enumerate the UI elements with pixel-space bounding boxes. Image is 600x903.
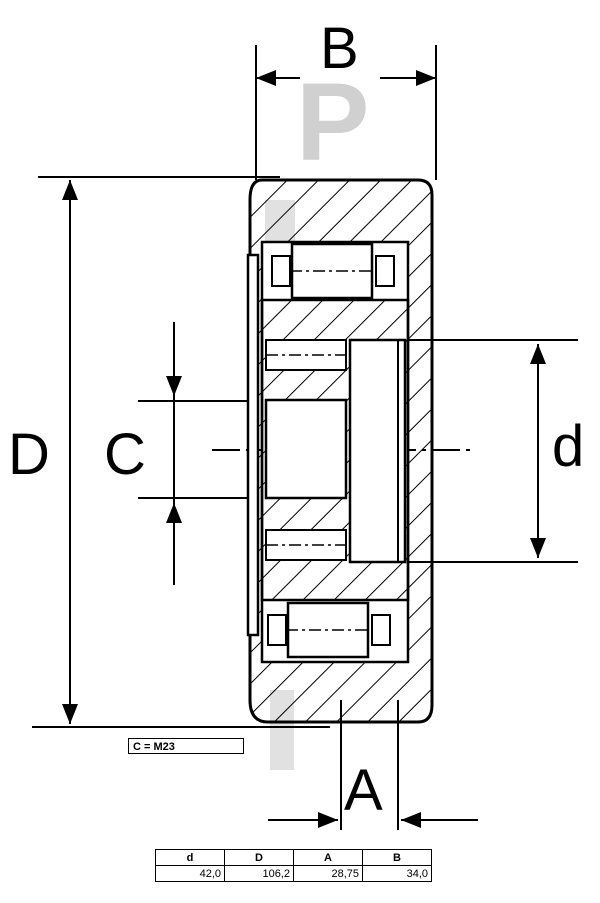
value-D: 106,2	[224, 865, 294, 882]
label-d: d	[552, 414, 584, 479]
dimension-A	[268, 700, 478, 830]
dimensions-table: d D A B 42,0 106,2 28,75 34,0	[155, 849, 432, 882]
value-B: 34,0	[362, 865, 432, 882]
watermark-letter-1: P	[296, 61, 369, 184]
side-plate	[246, 253, 260, 637]
dimension-B	[255, 45, 437, 180]
dimension-C	[138, 322, 255, 585]
label-C: C	[104, 422, 146, 487]
header-d: d	[155, 849, 225, 866]
label-D: D	[8, 422, 50, 487]
table-header-row: d D A B	[155, 849, 432, 866]
thread-note: C = M23	[128, 738, 244, 754]
needle-rollers	[264, 339, 348, 561]
label-A: A	[344, 758, 383, 823]
value-d: 42,0	[155, 865, 225, 882]
roller-top	[271, 242, 395, 300]
value-A: 28,75	[293, 865, 363, 882]
table-row: 42,0 106,2 28,75 34,0	[155, 865, 432, 882]
header-B: B	[362, 849, 432, 866]
roller-bottom	[267, 601, 391, 659]
label-B: B	[320, 16, 359, 81]
header-D: D	[224, 849, 294, 866]
header-A: A	[293, 849, 363, 866]
dimension-D	[32, 176, 330, 728]
